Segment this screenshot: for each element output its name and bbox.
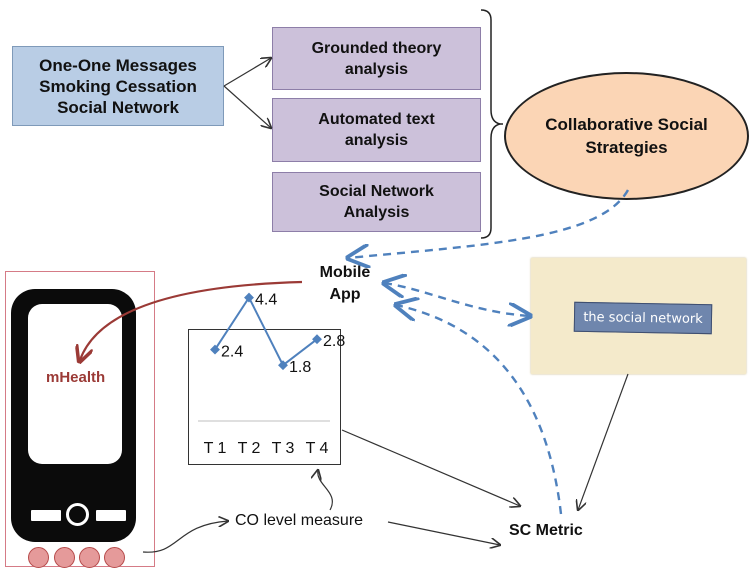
- arrow-to-automated-text: [223, 85, 271, 128]
- strategies-ellipse: Collaborative Social Strategies: [504, 72, 749, 200]
- arrow-co-to-metric: [387, 521, 500, 545]
- chart-data-label: 2.8: [323, 333, 345, 350]
- chart-point: [244, 292, 254, 303]
- source-line: Social Network: [57, 97, 179, 117]
- method-line: Analysis: [343, 204, 410, 221]
- chart-tick-label: T 2: [238, 440, 261, 457]
- phone-left-button: [31, 510, 61, 521]
- chart-data-label: 4.4: [255, 292, 277, 309]
- arrow-co-to-chart: [318, 470, 333, 511]
- chart-point: [278, 360, 288, 371]
- source-line: Smoking Cessation: [39, 76, 197, 96]
- co-level-label: CO level measure: [235, 512, 364, 529]
- phone-screen: [28, 304, 122, 464]
- phone-dot: [54, 547, 75, 568]
- source-line: One-One Messages: [39, 55, 197, 75]
- method-line: analysis: [344, 132, 409, 149]
- arrow-phone-to-co: [142, 521, 228, 553]
- chart-tick-label: T 4: [306, 440, 329, 457]
- brace-icon: [480, 9, 501, 239]
- mobile-app-line: App: [329, 286, 361, 303]
- chart-data-label: 1.8: [289, 359, 311, 376]
- chart-point: [312, 334, 322, 345]
- method-box-grounded-theory: Grounded theory analysis: [272, 27, 481, 90]
- arrow-chart-to-metric: [341, 429, 520, 506]
- method-box-automated-text: Automated text analysis: [272, 98, 481, 162]
- arrow-to-grounded-theory: [223, 58, 271, 87]
- method-line: Automated text: [318, 111, 435, 128]
- arrow-app-social-network: [384, 283, 530, 316]
- social-network-image: the social network: [531, 258, 746, 374]
- phone-right-button: [96, 510, 126, 521]
- arrow-app-to-phone: [80, 280, 303, 360]
- method-box-social-network-analysis: Social Network Analysis: [272, 172, 481, 232]
- method-line: Social Network: [319, 183, 434, 200]
- phone-home-button: [66, 503, 89, 526]
- phone-dot: [104, 547, 125, 568]
- chart-marks: 2.4 T 1 4.4 T 2 1.8 T 3 2.8 T 4: [198, 292, 345, 457]
- phone-dot: [28, 547, 49, 568]
- source-box: One-One Messages Smoking Cessation Socia…: [12, 46, 224, 126]
- method-line: Grounded theory: [311, 39, 442, 57]
- method-line: analysis: [344, 60, 409, 78]
- chart-point: [210, 344, 220, 355]
- arrow-strategies-to-app: [348, 189, 630, 258]
- sc-metric-label: SC Metric: [509, 522, 583, 539]
- phone-dot: [79, 547, 100, 568]
- chart-series-line: [214, 295, 318, 367]
- arrow-metric-to-app: [396, 305, 563, 515]
- chart-tick-label: T 3: [272, 440, 295, 457]
- strategies-line: Strategies: [585, 138, 668, 157]
- arrow-network-to-metric: [578, 373, 629, 510]
- mhealth-label: mHealth: [46, 369, 106, 386]
- strategies-line: Collaborative Social: [545, 115, 708, 134]
- chart-tick-label: T 1: [204, 440, 227, 457]
- chart-data-label: 2.4: [221, 344, 243, 361]
